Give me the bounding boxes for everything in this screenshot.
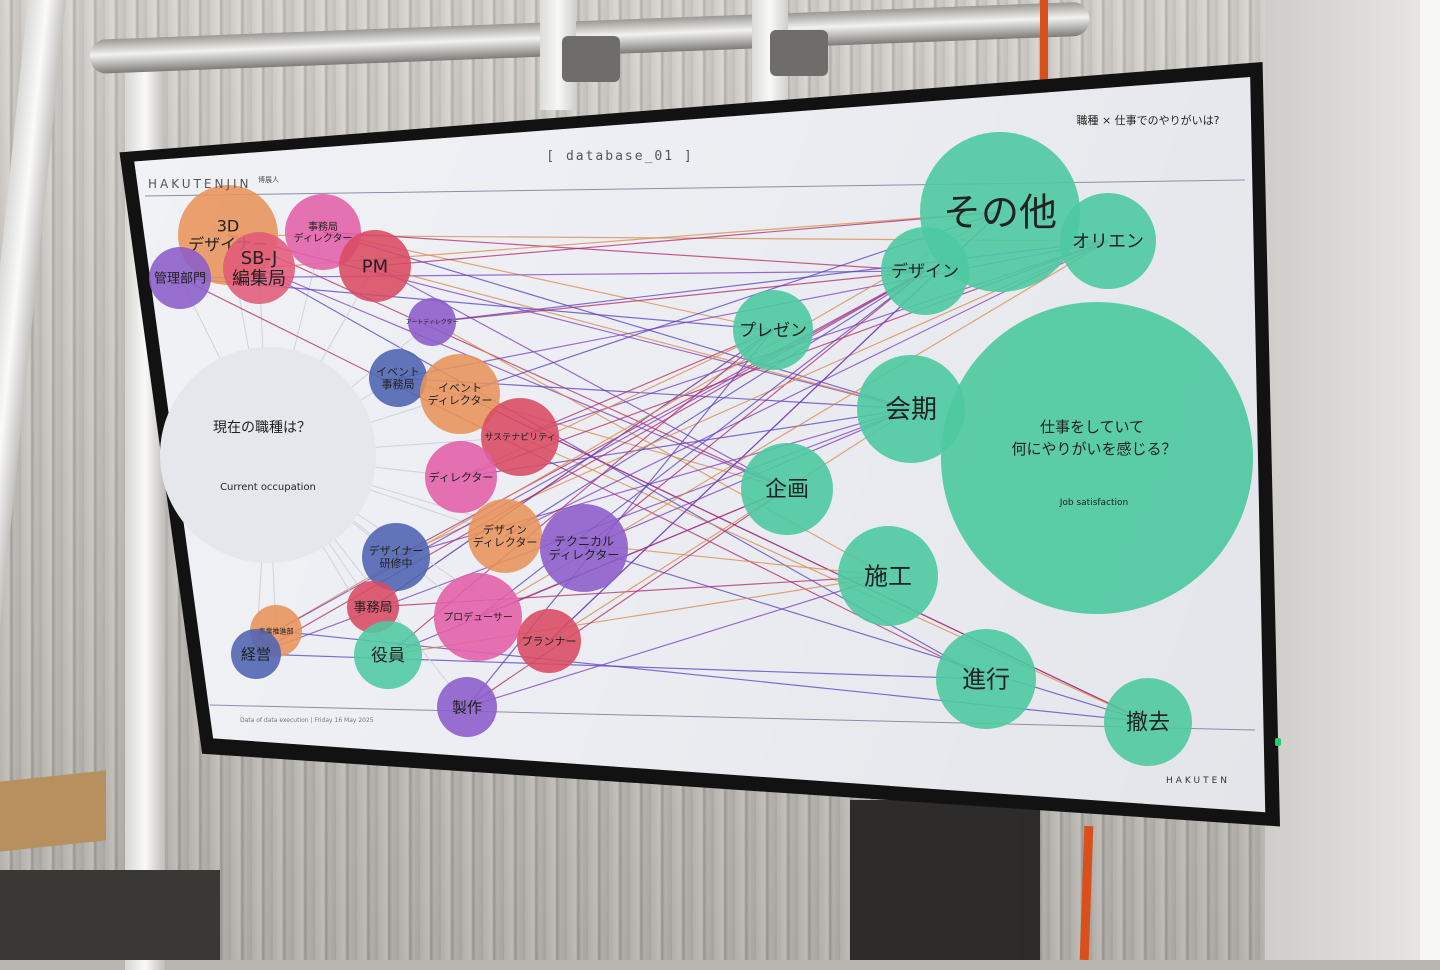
- satisfaction-label: 会期: [885, 395, 937, 425]
- right-hub-title-line1: 仕事をしていて: [1040, 418, 1144, 436]
- occupation-label: PM: [362, 256, 388, 277]
- satisfaction-label: 企画: [765, 478, 809, 503]
- footer-text: Data of data execution | Friday 16 May 2…: [240, 717, 374, 724]
- occupation-label: 事務局: [382, 377, 415, 391]
- header-rule: [145, 180, 1245, 196]
- occupation-label: デザイン: [483, 523, 527, 537]
- brand-sub: 博展人: [258, 175, 279, 184]
- occupation-label: ディレクター: [428, 393, 493, 407]
- header-title: [ database_01 ]: [546, 149, 693, 164]
- occupation-label: イベント: [376, 366, 420, 379]
- left-hub-title: 現在の職種は？: [213, 420, 311, 436]
- occupation-label: サステナビリティ: [484, 432, 555, 443]
- satisfaction-label: デザイン: [891, 261, 959, 282]
- satisfaction-label: その他: [943, 190, 1057, 234]
- occupation-label: 製作: [452, 698, 482, 716]
- satisfaction-label: 撤去: [1126, 711, 1170, 736]
- occupation-label: 事務局: [353, 601, 392, 616]
- satisfaction-label: 進行: [962, 665, 1010, 693]
- occupation-label: プランナー: [522, 635, 577, 648]
- occupation-label: プロデューサー: [443, 611, 513, 624]
- occupation-label: イベント: [438, 382, 482, 395]
- occupation-label: 管理部門: [154, 272, 206, 287]
- question-top-right: 職種 × 仕事でのやりがいは?: [1076, 113, 1219, 127]
- right-hub-title-line2: 何にやりがいを感じる？: [1011, 440, 1176, 458]
- right-hub-subtitle: Job satisfaction: [1059, 498, 1129, 508]
- occupation-label: ディレクター: [294, 231, 353, 244]
- satisfaction-label: プレゼン: [739, 321, 807, 341]
- occupation-label: 役員: [371, 646, 405, 666]
- brand-logo: HAKUTENJIN: [148, 177, 252, 191]
- occupation-label: ディレクター: [473, 535, 538, 549]
- occupation-label: 編集局: [232, 269, 286, 290]
- occupation-label: 研修中: [380, 556, 413, 570]
- right-hub-circle: [941, 302, 1253, 614]
- satisfaction-label: オリエン: [1072, 231, 1144, 252]
- occupation-label: 事務局: [308, 220, 338, 233]
- occupation-label: テクニカル: [554, 534, 614, 548]
- link-line: [432, 271, 925, 322]
- occupation-label: 経営: [241, 645, 271, 663]
- left-hub-circle: [160, 347, 376, 563]
- occupation-label: デザイナー: [369, 544, 424, 558]
- occupation-label: ディレクター: [429, 470, 494, 484]
- occupation-label: アートディレクター: [406, 318, 459, 326]
- occupation-label: ディレクター: [549, 547, 620, 562]
- satisfaction-label: 施工: [864, 562, 912, 590]
- occupation-label: 3D: [217, 216, 240, 235]
- occupation-label: SB-J: [241, 248, 278, 269]
- footer-brand: HAKUTEN: [1166, 776, 1230, 786]
- left-hub-subtitle: Current occupation: [220, 482, 316, 493]
